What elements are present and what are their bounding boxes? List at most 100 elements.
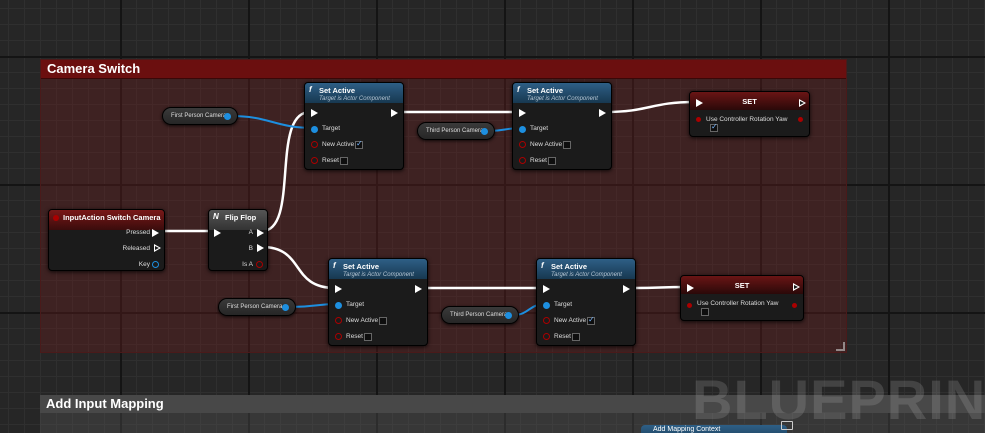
variable-label: Third Person Camera bbox=[450, 312, 508, 318]
pin-label-a: A bbox=[248, 229, 253, 236]
value-in-pin[interactable] bbox=[696, 117, 701, 122]
key-out-pin[interactable] bbox=[152, 261, 159, 268]
comment-resize-handle[interactable] bbox=[836, 342, 845, 351]
property-label: Use Controller Rotation Yaw bbox=[697, 300, 779, 307]
bool-out-pin[interactable] bbox=[256, 261, 263, 268]
comment-header[interactable]: Add Input Mapping bbox=[40, 395, 985, 413]
node-subtitle: Target is Actor Component bbox=[551, 272, 622, 278]
variable-node-third-person-camera-top[interactable]: Third Person Camera bbox=[417, 122, 495, 140]
add-mapping-context-node[interactable]: Add Mapping Context bbox=[641, 425, 787, 433]
new-active-checkbox[interactable] bbox=[587, 315, 595, 325]
new-active-pin[interactable] bbox=[519, 141, 526, 148]
variable-label: First Person Camera bbox=[227, 304, 283, 310]
reset-pin[interactable] bbox=[335, 333, 342, 340]
set-active-node-3[interactable]: f Set Active Target is Actor Component T… bbox=[328, 258, 428, 346]
target-pin[interactable] bbox=[543, 302, 550, 309]
variable-node-first-person-camera-bottom[interactable]: First Person Camera bbox=[218, 298, 296, 316]
node-subtitle: Target is Actor Component bbox=[343, 272, 414, 278]
exec-out-pin[interactable] bbox=[415, 285, 422, 293]
node-header[interactable]: f Set Active Target is Actor Component bbox=[329, 259, 427, 279]
reset-checkbox[interactable] bbox=[548, 157, 556, 165]
pin-label-target: Target bbox=[322, 125, 341, 132]
comment-header[interactable]: Camera Switch bbox=[41, 60, 846, 79]
exec-in-pin[interactable] bbox=[687, 284, 694, 292]
new-active-checkbox[interactable] bbox=[563, 141, 571, 149]
pin-label-new-active: New Active bbox=[322, 141, 355, 148]
node-header[interactable]: f Set Active Target is Actor Component bbox=[513, 83, 611, 103]
set-active-node-4[interactable]: f Set Active Target is Actor Component T… bbox=[536, 258, 636, 346]
pin-label-reset: Reset bbox=[322, 157, 339, 164]
reset-checkbox[interactable] bbox=[340, 157, 348, 165]
new-active-checkbox[interactable] bbox=[379, 317, 387, 325]
node-header[interactable]: SET bbox=[690, 92, 809, 110]
new-active-pin[interactable] bbox=[543, 317, 550, 324]
reset-checkbox[interactable] bbox=[364, 333, 372, 341]
exec-out-pin-a[interactable] bbox=[257, 229, 264, 237]
exec-in-pin[interactable] bbox=[311, 109, 318, 117]
exec-in-pin[interactable] bbox=[543, 285, 550, 293]
comment-box-add-input-mapping[interactable]: Add Input Mapping bbox=[40, 395, 985, 433]
new-active-pin[interactable] bbox=[335, 317, 342, 324]
pin-label-key: Key bbox=[138, 261, 150, 268]
exec-out-pin-b[interactable] bbox=[257, 244, 264, 252]
variable-node-first-person-camera-top[interactable]: First Person Camera bbox=[162, 107, 238, 125]
set-variable-node-top[interactable]: SET Use Controller Rotation Yaw bbox=[689, 91, 810, 137]
exec-out-pin[interactable] bbox=[623, 285, 630, 293]
exec-out-pin-unconnected[interactable] bbox=[154, 244, 161, 252]
node-header[interactable]: InputAction Switch Camera bbox=[49, 210, 164, 230]
value-checkbox[interactable] bbox=[710, 122, 718, 132]
value-in-pin[interactable] bbox=[687, 303, 692, 308]
exec-in-pin[interactable] bbox=[696, 99, 703, 107]
object-out-pin[interactable] bbox=[481, 128, 488, 135]
object-out-pin[interactable] bbox=[505, 312, 512, 319]
exec-out-pin[interactable] bbox=[793, 283, 800, 291]
value-checkbox[interactable] bbox=[701, 308, 709, 316]
exec-in-pin[interactable] bbox=[214, 229, 221, 237]
pin-label-target: Target bbox=[530, 125, 549, 132]
node-subtitle: Target is Actor Component bbox=[319, 96, 390, 102]
exec-in-pin[interactable] bbox=[519, 109, 526, 117]
node-header[interactable]: f Set Active Target is Actor Component bbox=[305, 83, 403, 103]
exec-out-pin[interactable] bbox=[599, 109, 606, 117]
macro-icon: N bbox=[213, 212, 219, 221]
pin-label-reset: Reset bbox=[346, 333, 363, 340]
target-pin[interactable] bbox=[519, 126, 526, 133]
target-pin[interactable] bbox=[335, 302, 342, 309]
exec-out-pin[interactable] bbox=[152, 229, 159, 237]
function-icon: f bbox=[541, 261, 544, 270]
node-title: Add Mapping Context bbox=[653, 426, 721, 433]
function-icon: f bbox=[333, 261, 336, 270]
comment-title: Add Input Mapping bbox=[46, 396, 164, 411]
pin-label-released: Released bbox=[122, 245, 150, 252]
exec-in-pin[interactable] bbox=[335, 285, 342, 293]
variable-node-third-person-camera-bottom[interactable]: Third Person Camera bbox=[441, 306, 519, 324]
set-variable-node-bottom[interactable]: SET Use Controller Rotation Yaw bbox=[680, 275, 804, 321]
pin-label-target: Target bbox=[346, 301, 365, 308]
input-action-node[interactable]: InputAction Switch Camera Pressed Releas… bbox=[48, 209, 165, 271]
reset-pin[interactable] bbox=[311, 157, 318, 164]
new-active-pin[interactable] bbox=[311, 141, 318, 148]
value-out-pin[interactable] bbox=[798, 117, 803, 122]
node-title: Set Active bbox=[319, 86, 355, 95]
exec-out-pin[interactable] bbox=[799, 99, 806, 107]
node-header[interactable]: f Set Active Target is Actor Component bbox=[537, 259, 635, 279]
value-out-pin[interactable] bbox=[792, 303, 797, 308]
monitor-icon bbox=[781, 421, 793, 430]
node-header[interactable]: SET bbox=[681, 276, 803, 294]
flip-flop-node[interactable]: N Flip Flop A B Is A bbox=[208, 209, 268, 271]
reset-checkbox[interactable] bbox=[572, 333, 580, 341]
reset-pin[interactable] bbox=[543, 333, 550, 340]
reset-pin[interactable] bbox=[519, 157, 526, 164]
node-title: Set Active bbox=[343, 262, 379, 271]
pin-label-reset: Reset bbox=[554, 333, 571, 340]
set-active-node-1[interactable]: f Set Active Target is Actor Component T… bbox=[304, 82, 404, 170]
new-active-checkbox[interactable] bbox=[355, 139, 363, 149]
variable-label: Third Person Camera bbox=[426, 128, 484, 134]
object-out-pin[interactable] bbox=[282, 304, 289, 311]
target-pin[interactable] bbox=[311, 126, 318, 133]
object-out-pin[interactable] bbox=[224, 113, 231, 120]
exec-out-pin[interactable] bbox=[391, 109, 398, 117]
node-header[interactable]: N Flip Flop bbox=[209, 210, 267, 230]
set-active-node-2[interactable]: f Set Active Target is Actor Component T… bbox=[512, 82, 612, 170]
